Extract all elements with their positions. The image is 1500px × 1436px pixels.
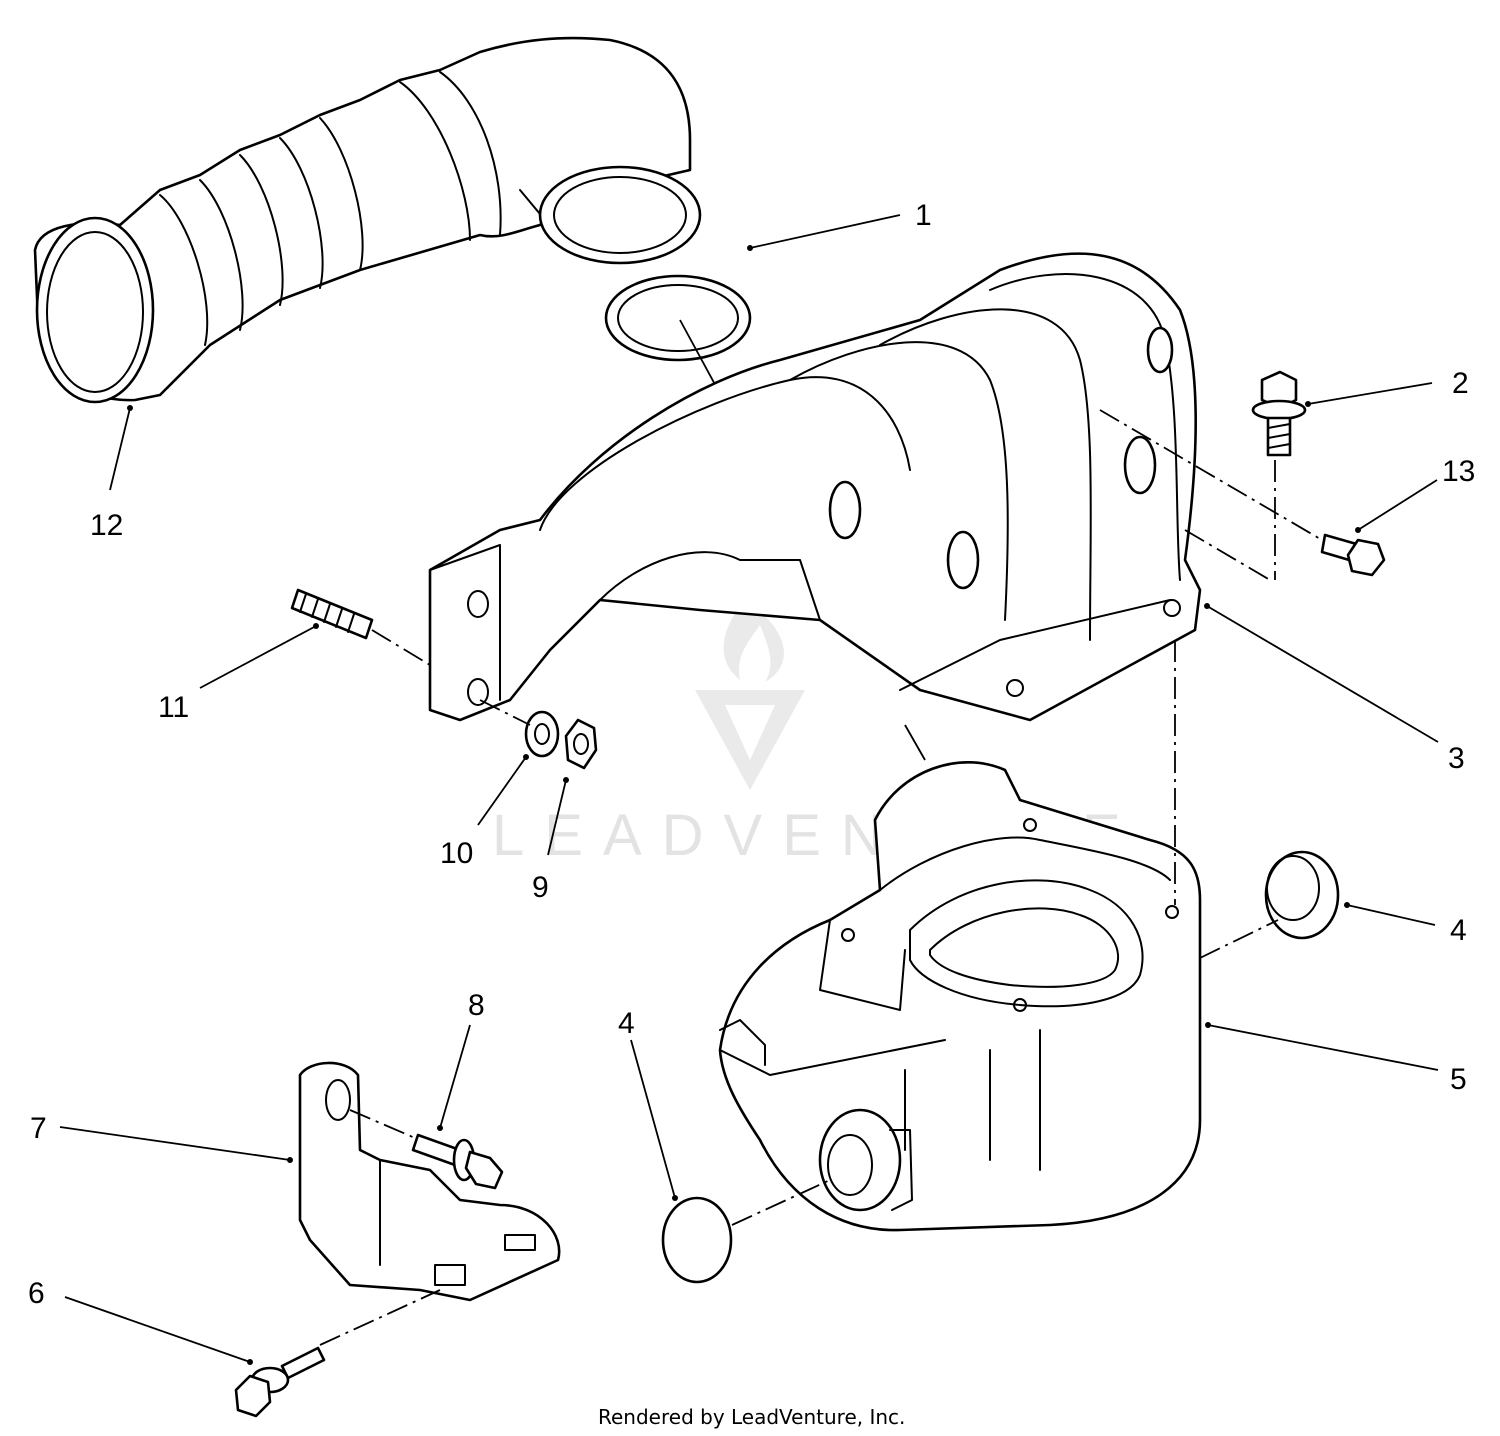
air-box [718,761,1202,1232]
callout-8: 8 [468,989,485,1022]
bracket-bolt-lower [234,1346,326,1418]
leader-lines [59,214,1439,1365]
air-intake-hose [33,36,692,404]
callout-1: 1 [915,199,932,232]
callout-5: 5 [1450,1063,1467,1096]
callout-11: 11 [158,691,189,724]
bracket-bolt [411,1133,504,1190]
bolt-horizontal [1320,533,1386,577]
callout-7: 7 [30,1112,47,1145]
callout-9: 9 [532,871,549,904]
callout-3: 3 [1448,742,1465,775]
callout-12: 12 [90,509,123,542]
callout-4-right: 4 [1450,914,1467,947]
hex-nut [564,718,598,770]
hose-clamp [538,165,702,265]
plug-right [1264,850,1340,940]
intake-manifold [428,252,1202,722]
callout-6: 6 [28,1277,45,1310]
stud [290,588,374,640]
mounting-bracket [298,1061,561,1302]
bolt-vertical [1251,370,1307,457]
watermark-logo [695,600,805,790]
gasket-ring [604,274,752,362]
lock-washer [524,710,560,758]
callout-10: 10 [440,837,473,870]
callout-13: 13 [1442,455,1475,488]
plug-left [661,1196,733,1284]
render-credit: Rendered by LeadVenture, Inc. [598,1405,905,1429]
callout-4-left: 4 [618,1007,635,1040]
callout-2: 2 [1452,367,1469,400]
